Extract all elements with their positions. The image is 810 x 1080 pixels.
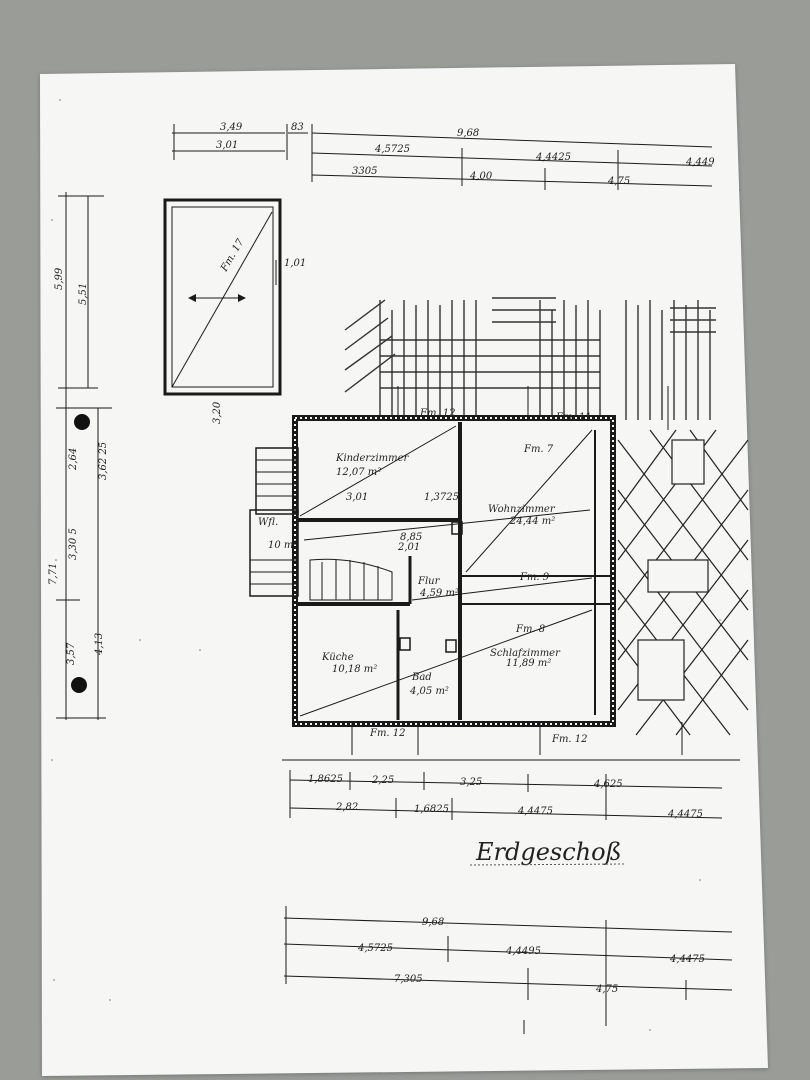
bottom-dim-6: 4,75 bbox=[595, 984, 618, 995]
flur-area: 4,59 m² bbox=[419, 588, 459, 599]
bottom-dimension-lines bbox=[283, 906, 733, 1034]
kinderzimmer-name: Kinderzimmer bbox=[335, 453, 410, 464]
interior-dim-3: 8,85 bbox=[400, 532, 422, 543]
mid-dim-7: 4,4475 bbox=[517, 806, 553, 817]
top-dim-2: 83 bbox=[291, 122, 304, 133]
window-label-6: Fm. 8 bbox=[515, 624, 545, 635]
left-dim-2: 5,51 bbox=[78, 283, 89, 305]
window-label-2: Fm. 12 bbox=[419, 408, 456, 419]
terrace-hatching bbox=[344, 297, 716, 420]
left-dim-7: 3,57 bbox=[66, 642, 77, 665]
punch-hole-bottom bbox=[71, 677, 87, 693]
terrace-crosshatch bbox=[617, 429, 749, 736]
annex-bottom-dim: 3,20 bbox=[212, 401, 223, 424]
schlafzimmer-area: 11,89 m² bbox=[506, 658, 551, 669]
bottom-dim-4: 4,4475 bbox=[669, 954, 705, 965]
mid-dim-3: 3,25 bbox=[460, 777, 482, 788]
left-dimension-lines bbox=[56, 192, 112, 720]
annex-room bbox=[163, 198, 282, 396]
window-label-5: Fm. 9 bbox=[519, 572, 550, 583]
bottom-dim-1: 9,68 bbox=[422, 917, 444, 928]
floor-title: Erdgeschoß bbox=[475, 838, 622, 866]
top-dim-8: 3305 bbox=[352, 166, 377, 177]
middle-dimension-lines bbox=[289, 770, 723, 820]
window-label-8: Fm. 12 bbox=[551, 734, 588, 745]
bottom-dim-5: 7,305 bbox=[394, 974, 423, 985]
top-dimension-lines bbox=[172, 124, 713, 190]
bottom-dim-2: 4,5725 bbox=[357, 943, 393, 954]
kinderzimmer-area: 12,07 m² bbox=[336, 467, 381, 478]
top-dim-10: 4,75 bbox=[607, 176, 630, 187]
mid-dim-5: 2,82 bbox=[335, 802, 358, 813]
left-dim-4: 2,64 bbox=[68, 448, 79, 471]
kueche-area: 10,18 m² bbox=[332, 664, 377, 675]
left-dim-8: 4,13 bbox=[94, 633, 105, 656]
left-dim-3: 7,71 bbox=[48, 563, 59, 585]
interior-dim-1: 3,01 bbox=[346, 492, 368, 503]
flur-name: Flur bbox=[417, 576, 441, 587]
scan-specks bbox=[51, 99, 741, 1031]
bottom-dim-3: 4,4495 bbox=[505, 946, 541, 957]
top-dim-3: 9,68 bbox=[457, 128, 479, 139]
left-dim-1: 5,99 bbox=[54, 267, 65, 290]
title-underline bbox=[469, 863, 626, 866]
left-dim-6: 3,30 5 bbox=[68, 528, 79, 560]
bad-area: 4,05 m² bbox=[409, 686, 449, 697]
interior-dim-4: 2,01 bbox=[397, 542, 420, 553]
top-dim-9: 4,00 bbox=[469, 171, 493, 182]
mid-dim-1: 1,8625 bbox=[308, 774, 343, 785]
wfl-name: Wfl. bbox=[258, 517, 278, 528]
wohnzimmer-name: Wohnzimmer bbox=[488, 504, 556, 515]
top-dim-6: 4,4425 bbox=[535, 152, 571, 163]
window-label-7: Fm. 12 bbox=[369, 728, 406, 739]
wfl-area: 10 m² bbox=[268, 540, 297, 551]
wohnzimmer-area: 24,44 m² bbox=[509, 516, 555, 527]
mid-dim-2: 2,25 bbox=[371, 775, 394, 786]
window-label-3: Fm. 11 bbox=[555, 412, 592, 423]
top-dim-7: 4,449 bbox=[685, 157, 715, 168]
mid-dim-6: 1,6825 bbox=[414, 804, 449, 815]
window-label-4: Fm. 7 bbox=[523, 444, 554, 455]
top-dim-5: 4,5725 bbox=[374, 144, 410, 155]
bad-name: Bad bbox=[411, 672, 432, 683]
paper-sheet bbox=[40, 64, 768, 1076]
top-dim-4: 3,01 bbox=[216, 140, 238, 151]
mid-dim-8: 4,4475 bbox=[667, 809, 703, 820]
left-dim-5: 3,62 25 bbox=[98, 442, 109, 480]
punch-hole-top bbox=[74, 414, 90, 430]
top-dim-1: 3,49 bbox=[220, 122, 243, 133]
interior-dim-2: 1,3725 bbox=[424, 492, 459, 503]
schlafzimmer-name: Schlafzimmer bbox=[490, 648, 561, 659]
annex-dim: 1,01 bbox=[284, 258, 306, 269]
mid-dim-4: 4,625 bbox=[593, 779, 623, 790]
kueche-name: Küche bbox=[321, 652, 354, 663]
floor-plan-walls bbox=[249, 386, 740, 761]
